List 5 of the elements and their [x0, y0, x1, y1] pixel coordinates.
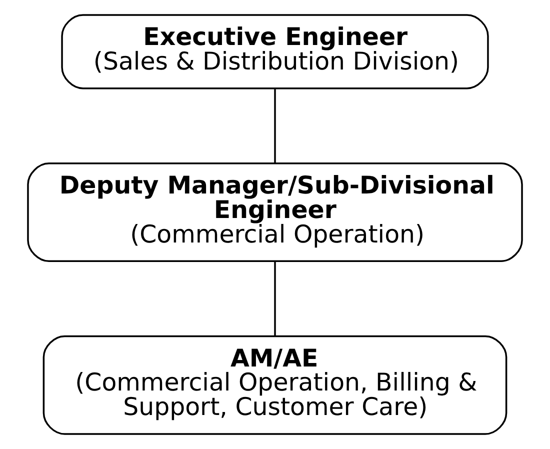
node-box: Executive Engineer (Sales & Distribution Division): [61, 14, 489, 90]
node-box: Deputy Manager/Sub-Divisional Engineer (Commercial Operation): [27, 162, 523, 262]
connector: [274, 89, 276, 164]
connector: [274, 261, 276, 336]
node-box: AM/AE (Commercial Operation, Billing & Support, Customer Care): [42, 335, 508, 435]
